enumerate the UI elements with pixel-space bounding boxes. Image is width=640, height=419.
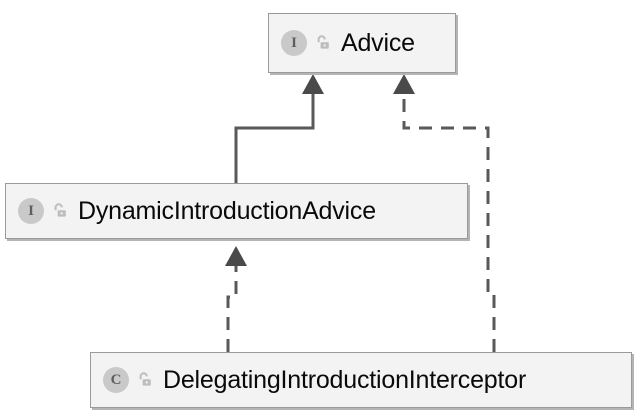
unlocked-padlock-icon bbox=[54, 203, 66, 217]
node-content: I Advice bbox=[281, 29, 415, 58]
class-node-label: DynamicIntroductionAdvice bbox=[78, 196, 376, 225]
arrowhead-triangle bbox=[393, 74, 415, 94]
unlocked-padlock-icon bbox=[317, 35, 329, 49]
class-node-advice[interactable]: I Advice bbox=[268, 13, 456, 73]
class-node-delegatingintroductioninterceptor[interactable]: C DelegatingIntroductionInterceptor bbox=[90, 352, 632, 408]
class-node-label: DelegatingIntroductionInterceptor bbox=[163, 365, 527, 394]
arrowhead-triangle bbox=[302, 74, 324, 94]
class-node-label: Advice bbox=[341, 28, 415, 57]
interface-badge-icon: I bbox=[281, 30, 307, 56]
node-content: I DynamicIntroductionAdvice bbox=[18, 197, 376, 226]
edge-delegatingintroductioninterceptor-to-advice bbox=[393, 74, 496, 352]
node-content: C DelegatingIntroductionInterceptor bbox=[103, 366, 526, 395]
edge-delegatingintroductioninterceptor-to-dynamicintroductionadvice bbox=[225, 246, 247, 352]
arrowhead-triangle bbox=[225, 246, 247, 266]
interface-badge-icon: I bbox=[18, 198, 44, 224]
unlocked-padlock-icon bbox=[139, 372, 151, 386]
class-node-dynamicintroductionadvice[interactable]: I DynamicIntroductionAdvice bbox=[5, 183, 468, 239]
class-badge-icon: C bbox=[103, 367, 129, 393]
edge-dynamicintroductionadvice-to-advice bbox=[234, 74, 324, 183]
